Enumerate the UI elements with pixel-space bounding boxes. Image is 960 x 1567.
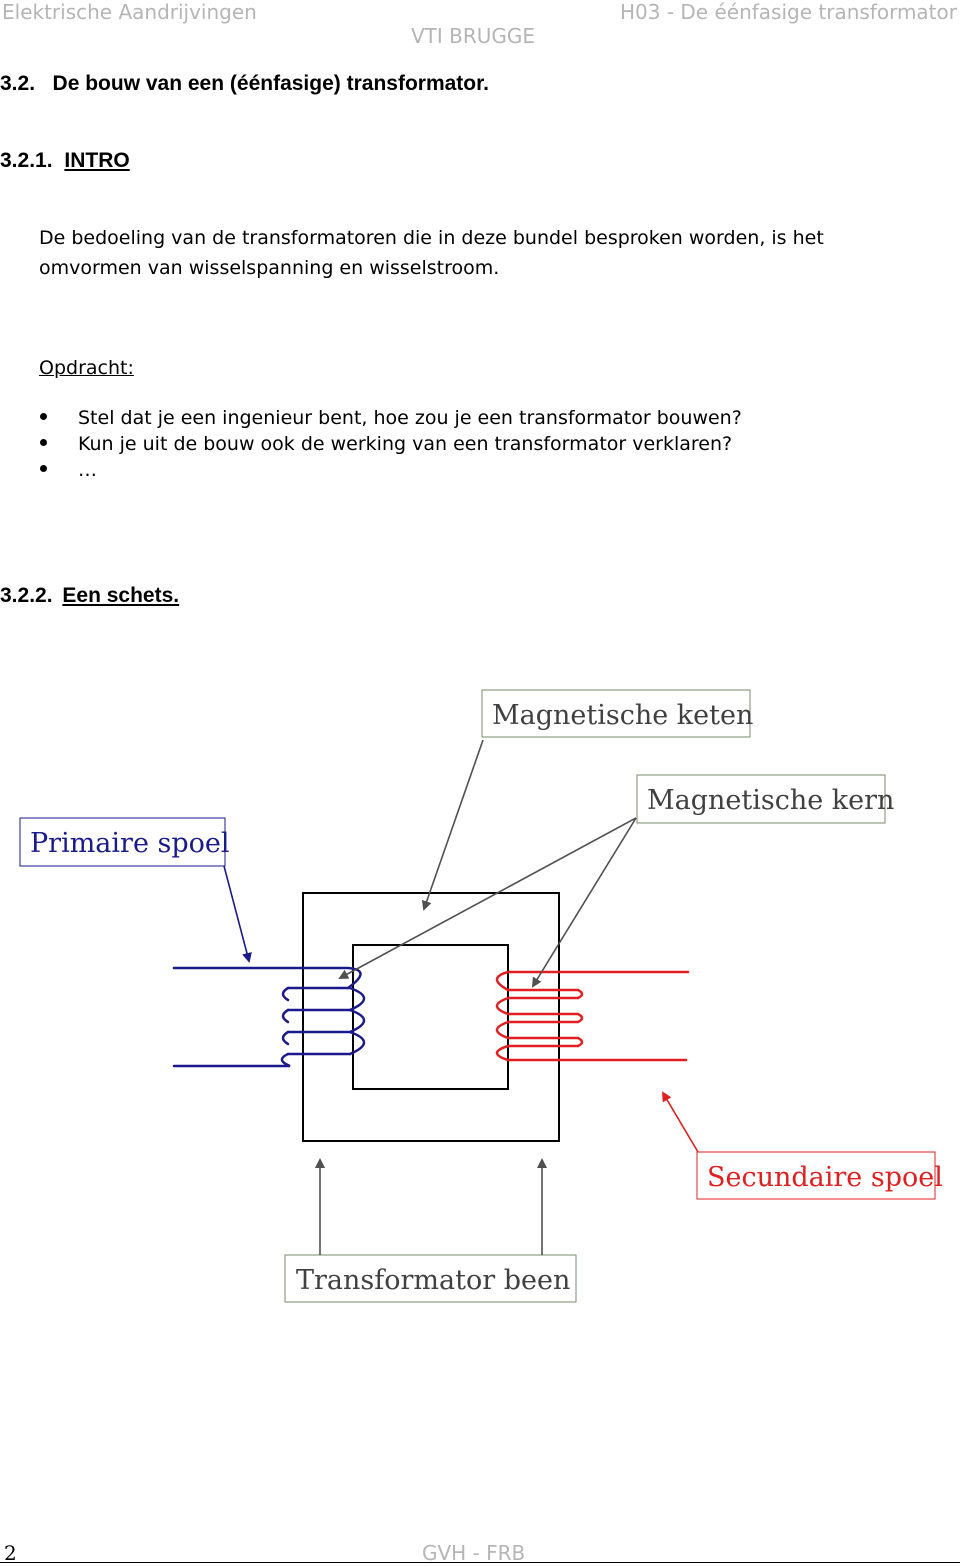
label-magnetische-keten-text: Magnetische keten (492, 700, 753, 731)
footer-divider (0, 1562, 960, 1563)
label-magnetische-kern: Magnetische kern (636, 774, 894, 824)
bullet-dot (40, 465, 47, 472)
arrow-secundaire (661, 1091, 699, 1153)
intro-number: 3.2.1. (0, 149, 53, 172)
arrow-keten (421, 739, 484, 911)
inner-window (352, 944, 509, 1090)
arrow-kern-right (531, 817, 637, 988)
arrow-kern-left (338, 817, 637, 979)
task-bullet-1: Stel dat je een ingenieur bent, hoe zou … (78, 407, 742, 429)
intro-heading: 3.2.1. INTRO (0, 149, 130, 173)
task-bullet-3: … (78, 459, 97, 481)
header-center: VTI BRUGGE (411, 24, 536, 48)
task-bullet-2: Kun je uit de bouw ook de werking van ee… (78, 433, 733, 455)
transformer-diagram: Magnetische keten Magnetische kern Prima… (19, 689, 943, 1303)
page-number: 2 (4, 1541, 17, 1565)
arrow-primaire (223, 865, 252, 963)
sketch-number: 3.2.2. (0, 584, 53, 607)
label-transformator-been-text: Transformator been (296, 1265, 570, 1296)
intro-title: INTRO (64, 149, 130, 172)
intro-paragraph-line1: De bedoeling van de transformatoren die … (39, 227, 824, 249)
header-left: Elektrische Aandrijvingen (2, 0, 257, 24)
label-primaire-spoel-text: Primaire spoel (30, 828, 230, 859)
sketch-heading: 3.2.2. Een schets. (0, 584, 179, 608)
secondary-coil (495, 970, 690, 1062)
header-right: H03 - De éénfasige transformator (619, 0, 957, 24)
label-magnetische-kern-text: Magnetische kern (647, 785, 894, 816)
bullet-dot (40, 439, 47, 446)
section-title: 3.2. De bouw van een (éénfasige) transfo… (0, 72, 489, 95)
footer-center: GVH - FRB (422, 1541, 526, 1565)
task-label: Opdracht: (39, 357, 134, 379)
label-secundaire-spoel: Secundaire spoel (696, 1151, 943, 1200)
label-magnetische-keten: Magnetische keten (481, 689, 753, 738)
label-primaire-spoel: Primaire spoel (19, 817, 230, 867)
primary-coil (172, 966, 366, 1068)
sketch-title: Een schets. (62, 584, 180, 607)
label-secundaire-spoel-text: Secundaire spoel (707, 1162, 943, 1193)
bullet-dot (40, 413, 47, 420)
outer-core (302, 892, 560, 1142)
intro-paragraph-line2: omvormen van wisselspanning en wisselstr… (39, 257, 500, 279)
label-transformator-been: Transformator been (284, 1254, 577, 1303)
